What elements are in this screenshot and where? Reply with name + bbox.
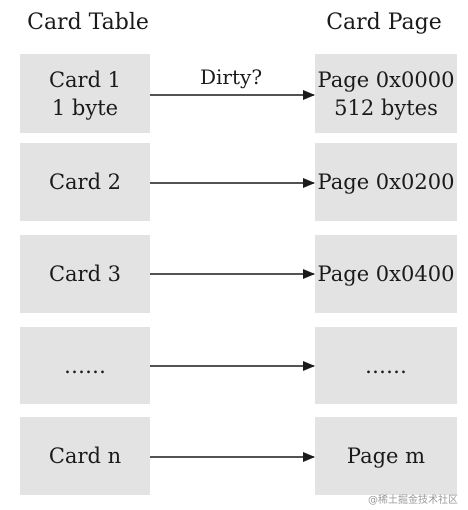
page-label-m: Page m [346,444,426,468]
card-box-ellipsis: …… [20,327,150,404]
card-box-2: Card 2 [20,143,150,221]
card-label-2: Card 2 [48,170,122,194]
dirty-label: Dirty? [200,65,263,89]
page-box-m: Page m [315,417,457,495]
card-box-1: Card 1 1 byte [20,54,150,133]
card-box-n: Card n [20,417,150,495]
page-label-2: Page 0x0200 [317,170,455,194]
card-box-3: Card 3 [20,235,150,313]
page-box-3: Page 0x0400 [315,235,457,313]
card-label-1: Card 1 1 byte [48,67,122,120]
watermark: @稀土掘金技术社区 [368,495,458,506]
page-box-ellipsis: …… [315,327,457,404]
card-page-header: Card Page [326,10,442,35]
card-table-header: Card Table [27,10,149,35]
card-label-n: Card n [48,444,122,468]
page-label-3: Page 0x0400 [317,262,455,286]
page-box-2: Page 0x0200 [315,143,457,221]
page-label-1: Page 0x0000 512 bytes [317,67,455,120]
page-label-ellipsis: …… [365,353,407,378]
card-label-ellipsis: …… [64,353,106,378]
card-label-3: Card 3 [48,262,122,286]
page-box-1: Page 0x0000 512 bytes [315,54,457,133]
